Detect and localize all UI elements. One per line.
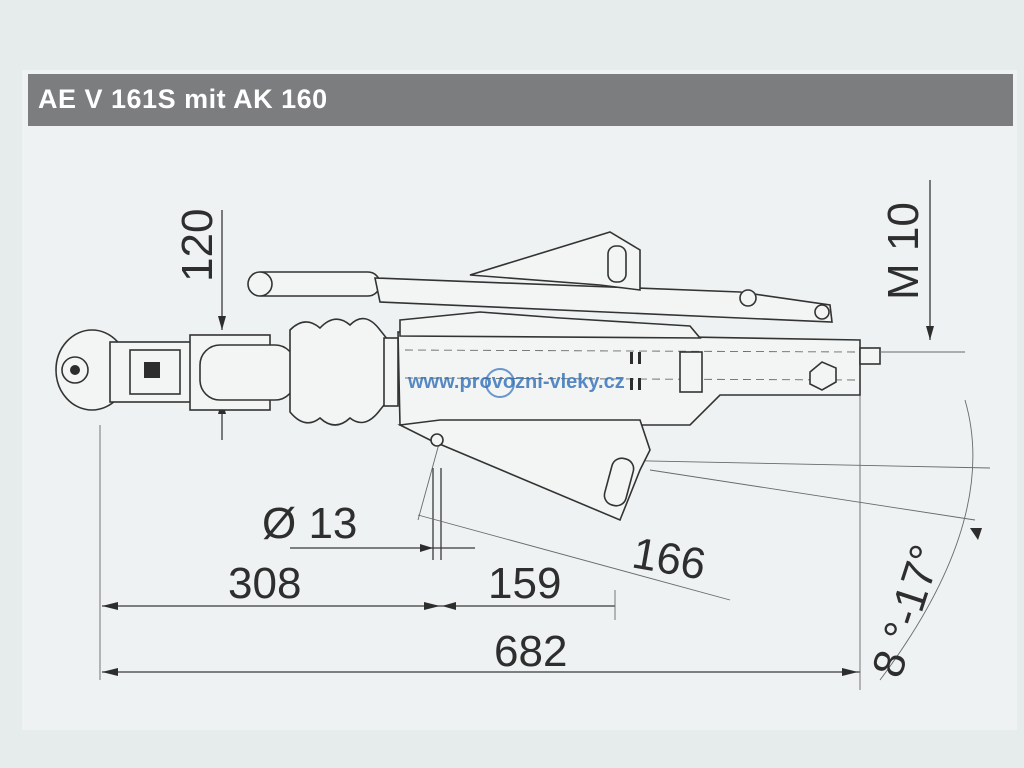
page-title: AE V 161S mit AK 160 (38, 84, 328, 114)
dimension-166: 166 (629, 529, 710, 590)
handbrake-lever (247, 231, 833, 339)
dimension-120: 120 (173, 209, 222, 282)
dimension-308: 308 (228, 559, 301, 608)
bellows (289, 317, 399, 426)
drawbar-housing (397, 331, 965, 522)
coupling-head (55, 329, 296, 411)
dimension-lines (99, 180, 991, 690)
dimension-diameter-13: Ø 13 (262, 499, 357, 548)
dimension-159: 159 (488, 559, 561, 608)
dimension-682: 682 (494, 627, 567, 676)
watermark-logo-icon (485, 368, 515, 398)
title-bar (28, 74, 1013, 126)
watermark-text: www.provozni-vleky.cz (407, 371, 625, 393)
dimension-m10: M 10 (879, 202, 928, 300)
dimension-angle-range: 8 °-17° (863, 539, 951, 683)
